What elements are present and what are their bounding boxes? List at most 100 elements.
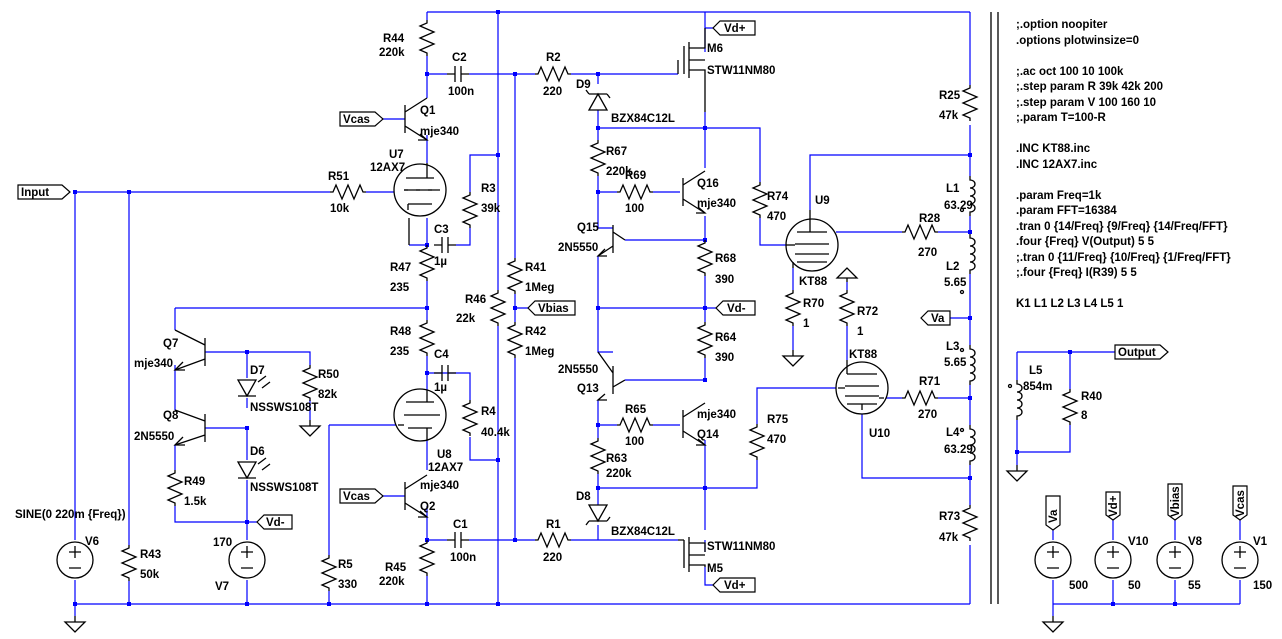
directive-line: .param Freq=1k xyxy=(1016,189,1102,202)
V8-value: 55 xyxy=(1188,580,1201,592)
R1-value: 220 xyxy=(543,552,562,564)
net-flags xyxy=(17,20,1248,593)
capacitor-symbols xyxy=(433,65,470,549)
V7-name: V7 xyxy=(215,581,229,593)
C1-name: C1 xyxy=(453,519,468,531)
R28-value: 270 xyxy=(918,247,937,259)
R50-name: R50 xyxy=(318,369,339,381)
net-label-vbias-supply: Vbias xyxy=(1170,486,1182,517)
C1-value: 100n xyxy=(450,552,476,564)
U10-value: KT88 xyxy=(849,349,878,361)
net-label-vdplus-supply: Vd+ xyxy=(1108,495,1120,517)
Q16-value: mje340 xyxy=(697,198,736,210)
R73-value: 47k xyxy=(939,532,959,544)
directive-line: .tran 0 {14/Freq} {9/Freq} {14/Freq/FFT} xyxy=(1016,220,1228,233)
directive-line: .param FFT=16384 xyxy=(1016,205,1117,217)
R63-name: R63 xyxy=(606,453,627,465)
R43-name: R43 xyxy=(140,549,161,561)
Q2-name: Q2 xyxy=(420,501,435,513)
R40-value: 8 xyxy=(1081,410,1088,422)
Q1-name: Q1 xyxy=(420,105,436,117)
R43-value: 50k xyxy=(140,569,160,581)
net-label-vcas-bottom: Vcas xyxy=(343,491,370,503)
V10-name: V10 xyxy=(1128,536,1148,548)
R65-value: 100 xyxy=(625,436,644,448)
V1-name: V1 xyxy=(1253,536,1268,548)
R64-value: 390 xyxy=(715,352,734,364)
D8-name: D8 xyxy=(576,491,591,503)
C3-value: 1µ xyxy=(434,256,447,268)
Vva-value: 500 xyxy=(1069,580,1088,592)
M6-value: STW11NM80 xyxy=(707,65,775,77)
R47-name: R47 xyxy=(390,262,411,274)
R45-value: 220k xyxy=(379,576,405,588)
M5-value: STW11NM80 xyxy=(707,541,775,553)
R49-value: 1.5k xyxy=(184,496,207,508)
directive-line: .INC KT88.inc xyxy=(1016,143,1091,155)
M6-name: M6 xyxy=(707,43,723,55)
R69-value: 100 xyxy=(625,203,644,215)
U9-value: KT88 xyxy=(799,276,828,288)
directive-line: ;.ac oct 100 10 100k xyxy=(1016,65,1124,78)
net-label-vbias: Vbias xyxy=(538,303,569,315)
directive-line xyxy=(1016,282,1276,298)
C4-value: 1µ xyxy=(434,382,447,394)
directive-line: ;.param T=100-R xyxy=(1016,112,1106,124)
R48-value: 235 xyxy=(390,346,410,358)
R49-name: R49 xyxy=(184,476,205,488)
U7-name: U7 xyxy=(389,149,404,161)
R64-name: R64 xyxy=(715,332,737,344)
L3-value: 5.65 xyxy=(944,357,967,369)
directive-line xyxy=(1016,127,1276,143)
R75-value: 470 xyxy=(767,434,786,446)
triode-symbols xyxy=(393,163,447,442)
M5-name: M5 xyxy=(707,563,724,575)
V8-name: V8 xyxy=(1188,536,1203,548)
Q1-value: mje340 xyxy=(420,126,459,138)
spice-directives: ;.option noopiter .options plotwinsize=0… xyxy=(1016,18,1276,313)
net-label-output: Output xyxy=(1118,347,1156,359)
directive-line: ;.tran 0 {11/Freq} {10/Freq} {1/Freq/FFT… xyxy=(1016,251,1231,264)
directive-line xyxy=(1016,173,1276,189)
U8-name: U8 xyxy=(437,449,452,461)
net-label-vd-minus-left: Vd- xyxy=(266,517,285,529)
R73-name: R73 xyxy=(939,511,960,523)
R67-name: R67 xyxy=(606,146,627,158)
R25-value: 47k xyxy=(939,110,959,122)
R75-name: R75 xyxy=(767,414,789,426)
Q13-value: 2N5550 xyxy=(558,364,598,376)
R72-name: R72 xyxy=(857,306,878,318)
led-symbols xyxy=(236,375,271,480)
D6-value: NSSWS108T xyxy=(250,482,318,494)
R68-name: R68 xyxy=(715,253,737,265)
R51-name: R51 xyxy=(328,171,350,183)
R4-value: 40.4k xyxy=(481,427,510,439)
L1-name: L1 xyxy=(946,183,960,195)
L2-value: 5.65 xyxy=(944,277,967,289)
R44-name: R44 xyxy=(383,33,405,45)
net-label-va: Va xyxy=(931,313,945,325)
Q8-name: Q8 xyxy=(163,410,179,422)
Q15-value: 2N5550 xyxy=(558,242,598,254)
R74-value: 470 xyxy=(767,211,786,223)
zener-diodes xyxy=(585,89,611,526)
R4-name: R4 xyxy=(481,406,496,418)
U8-value: 12AX7 xyxy=(428,462,463,474)
Q7-value: mje340 xyxy=(134,358,173,370)
D7-name: D7 xyxy=(250,365,265,377)
inductor-symbols xyxy=(959,175,1023,466)
C3-name: C3 xyxy=(434,224,449,236)
net-label-texts: Input Output Vcas Vcas Vbias Vd- Vd- Vd+… xyxy=(21,23,1247,592)
R41-name: R41 xyxy=(525,262,547,274)
Q16-name: Q16 xyxy=(697,178,719,190)
R5-name: R5 xyxy=(338,559,353,571)
R2-value: 220 xyxy=(543,86,562,98)
net-label-vd-plus-bottom: Vd+ xyxy=(724,580,746,592)
D7-value: NSSWS108T xyxy=(250,402,318,414)
Q14-value: mje340 xyxy=(697,409,736,421)
R42-value: 1Meg xyxy=(525,346,554,358)
directive-line: .options plotwinsize=0 xyxy=(1016,34,1139,47)
V7-value: 170 xyxy=(213,537,232,549)
R50-value: 82k xyxy=(318,389,338,401)
